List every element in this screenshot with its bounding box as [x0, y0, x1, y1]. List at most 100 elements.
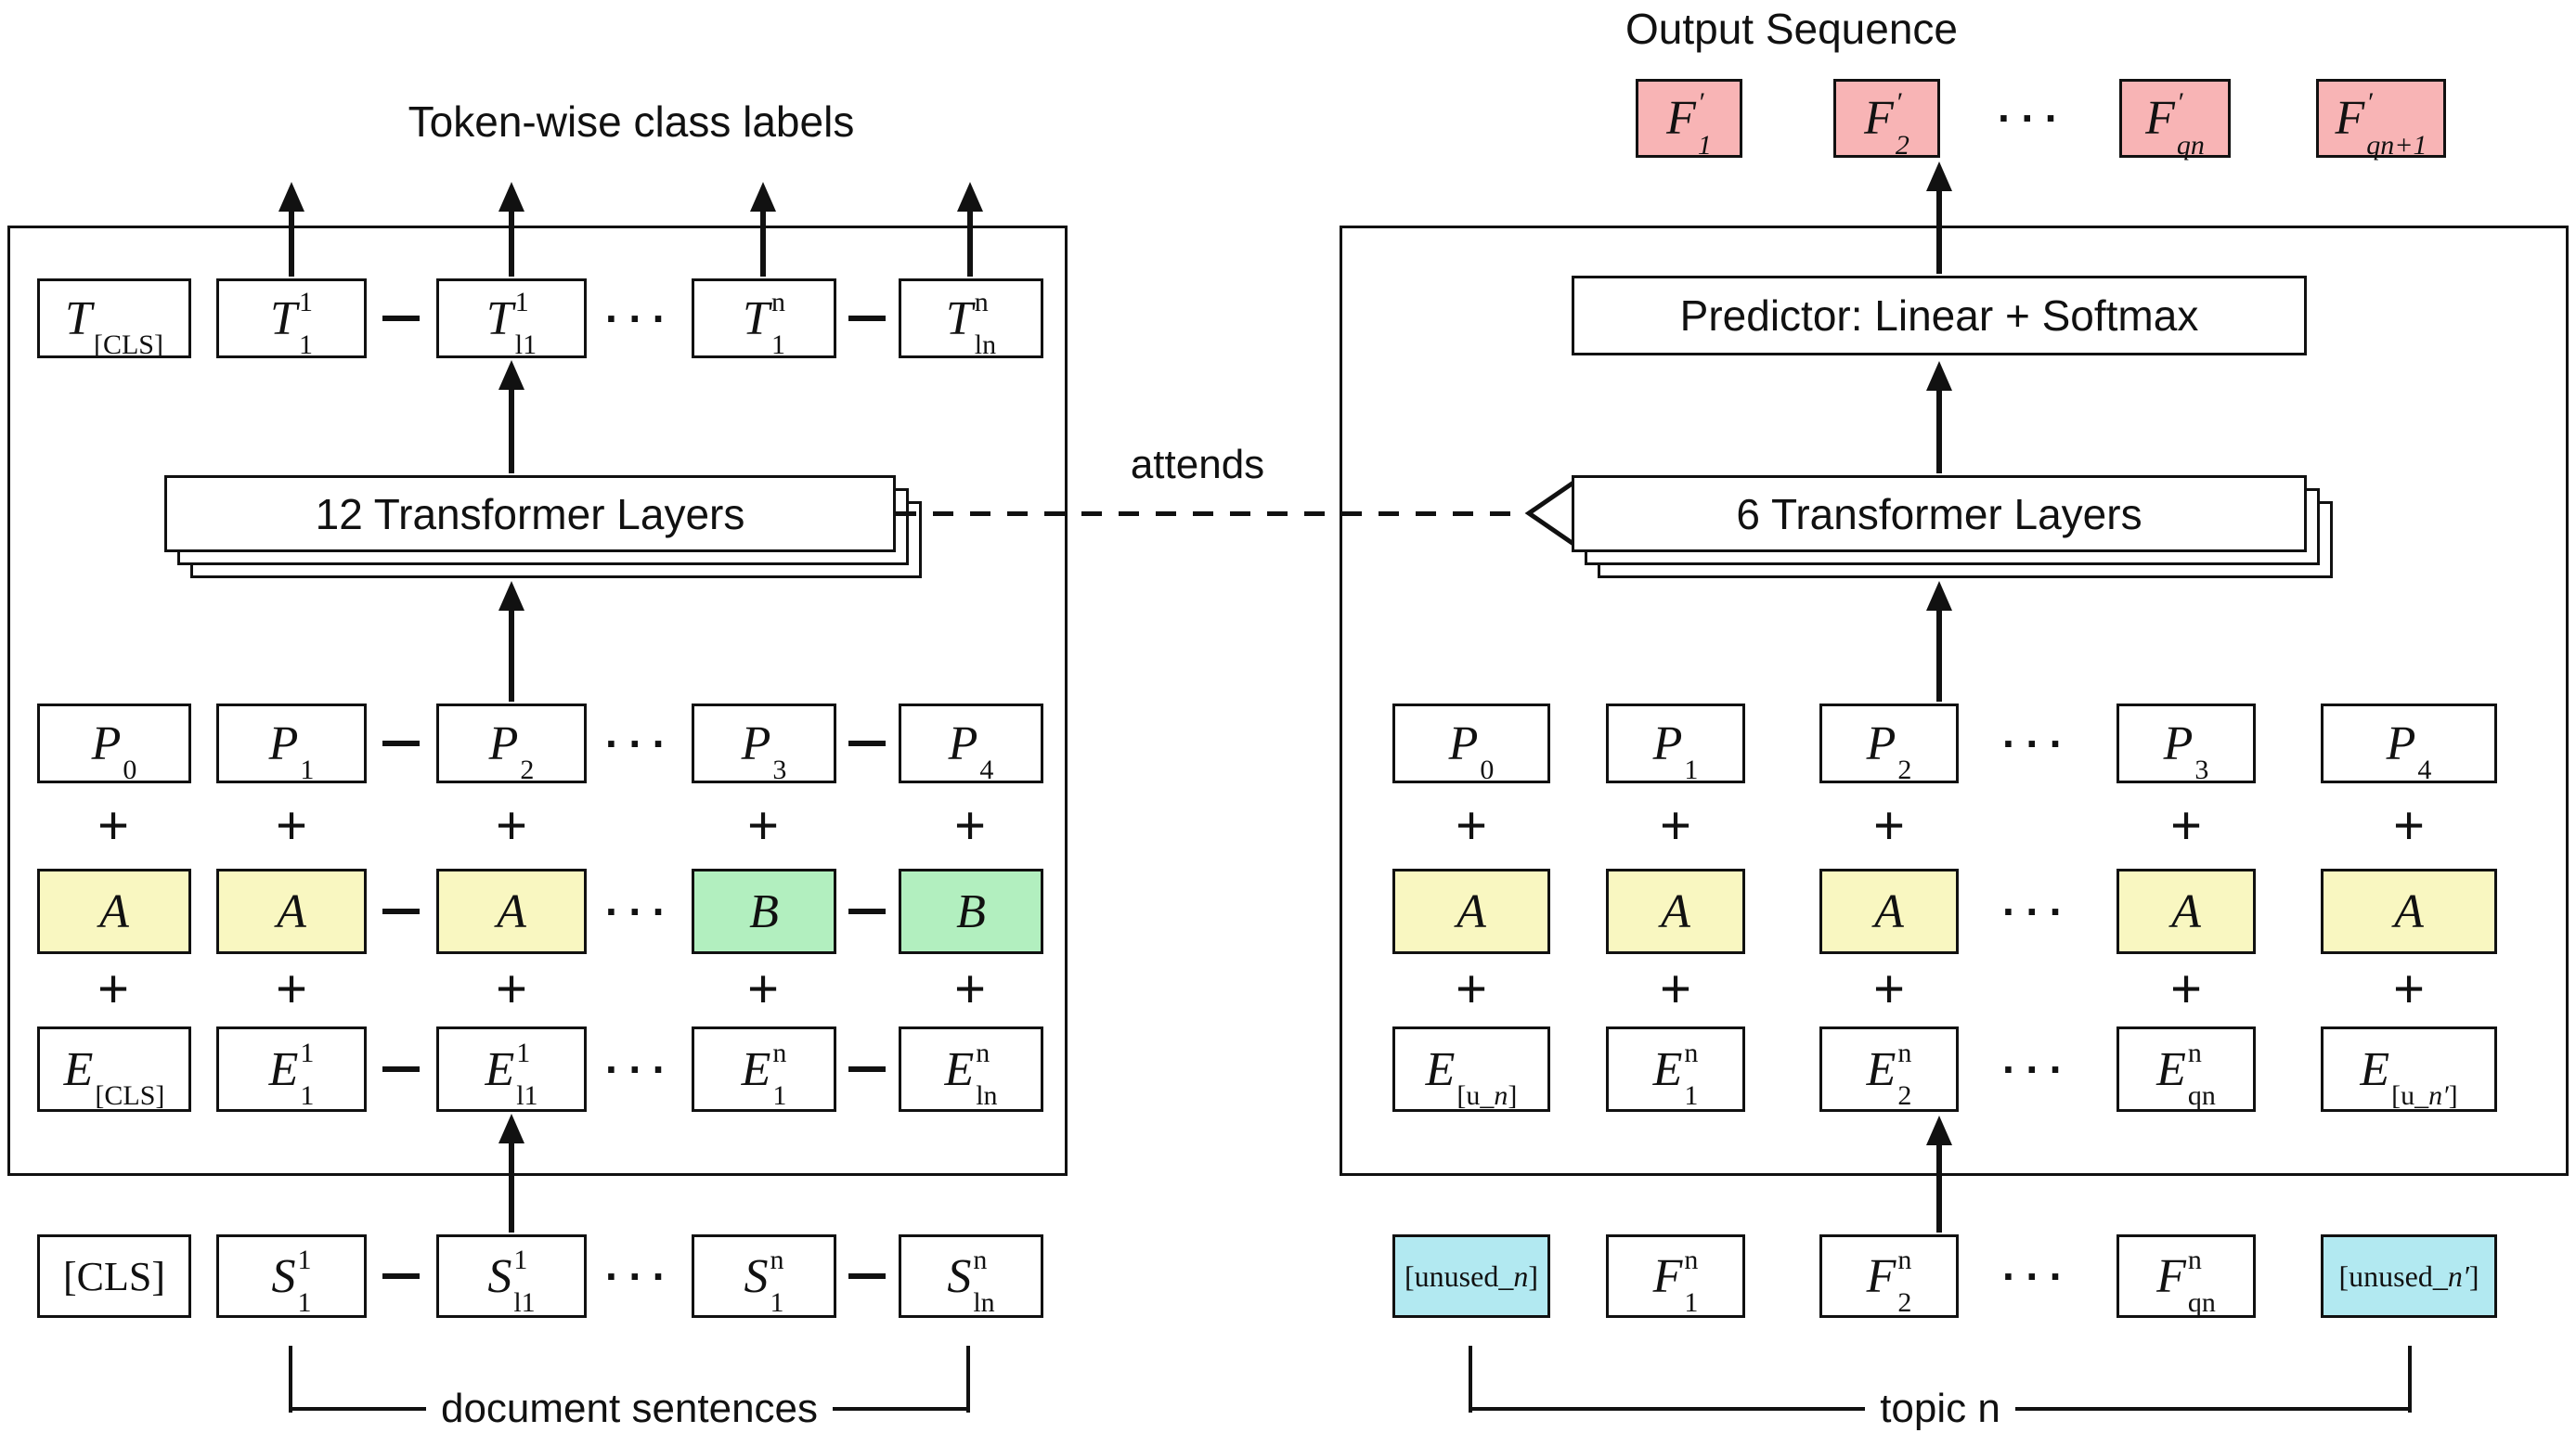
up-arrow-icon [278, 182, 304, 277]
plus-sign: + [1456, 959, 1487, 1019]
decoder-panel [1340, 226, 2569, 1176]
bracket-line [2014, 1407, 2409, 1411]
right-seg-box-0: A [1392, 869, 1550, 954]
ellipsis-dots: ··· [2002, 887, 2073, 936]
right-seg-box-1: A [1606, 869, 1745, 954]
open-left-arrowhead-icon [1524, 480, 1575, 547]
right-e-box-0: E[u_n] [1392, 1026, 1550, 1112]
dash-connector [382, 1066, 420, 1072]
up-arrow-icon [1926, 581, 1952, 702]
left-seg-box-0: A [37, 869, 191, 954]
attends-label: attends [1130, 442, 1265, 487]
output-sequence-title: Output Sequence [1625, 5, 1959, 53]
plus-sign: + [97, 795, 129, 856]
left-seg-box-2: A [436, 869, 587, 954]
document-sentences-label: document sentences [440, 1386, 819, 1431]
decoder-stack: 6 Transformer Layers [1572, 475, 2307, 552]
token-class-labels-title: Token-wise class labels [408, 97, 855, 146]
plus-sign: + [1873, 959, 1905, 1019]
right-fin-box-0: [unused_n] [1392, 1234, 1550, 1318]
plus-sign: + [954, 795, 986, 856]
plus-sign: + [276, 795, 307, 856]
dash-connector [848, 316, 886, 321]
ellipsis-dots: ··· [605, 887, 676, 936]
plus-sign: + [276, 959, 307, 1019]
bracket-tick [966, 1346, 971, 1413]
plus-sign: + [97, 959, 129, 1019]
ellipsis-dots: ··· [2002, 1252, 2073, 1300]
plus-sign: + [2170, 795, 2202, 856]
right-seg-box-3: A [2116, 869, 2256, 954]
dash-connector [382, 1273, 420, 1279]
topic-bracket: topic n [1469, 1346, 2413, 1431]
document-sentences-bracket: document sentences [289, 1346, 971, 1431]
encoder-panel [7, 226, 1068, 1176]
ellipsis-dots: ··· [605, 1045, 676, 1093]
attends-dashed-line [896, 511, 1520, 516]
plus-sign: + [954, 959, 986, 1019]
left-seg-box-3: B [692, 869, 836, 954]
left-seg-box-1: A [216, 869, 367, 954]
right-seg-box-2: A [1819, 869, 1959, 954]
dash-connector [848, 1066, 886, 1072]
topic-label: topic n [1880, 1386, 2000, 1431]
ellipsis-dots: ··· [605, 1252, 676, 1300]
ellipsis-dots: ··· [2002, 1045, 2073, 1093]
bracket-line [292, 1407, 426, 1411]
plus-sign: + [1456, 795, 1487, 856]
plus-sign: + [747, 959, 779, 1019]
bracket-tick [1469, 1346, 1472, 1413]
right-fout-box-3: F′qn+1 [2316, 79, 2446, 159]
left-e-box-cls: E[CLS] [37, 1026, 191, 1112]
right-fin-box-4: [unused_n′] [2321, 1234, 2497, 1318]
bracket-line [833, 1407, 967, 1411]
plus-sign: + [1660, 795, 1691, 856]
up-arrow-icon [1926, 361, 1952, 473]
left-seg-box-4: B [899, 869, 1043, 954]
dash-connector [382, 909, 420, 914]
right-fout-box-1: F′2 [1833, 79, 1940, 159]
up-arrow-icon [1926, 1116, 1952, 1233]
plus-sign: + [1660, 959, 1691, 1019]
ellipsis-dots: ··· [605, 294, 676, 342]
bracket-tick [2408, 1346, 2413, 1413]
ellipsis-dots: ··· [2002, 719, 2073, 768]
dash-connector [382, 741, 420, 746]
dash-connector [382, 316, 420, 321]
plus-sign: + [747, 795, 779, 856]
plus-sign: + [496, 959, 527, 1019]
up-arrow-icon [498, 581, 524, 702]
up-arrow-icon [498, 360, 524, 473]
plus-sign: + [2170, 959, 2202, 1019]
plus-sign: + [1873, 795, 1905, 856]
right-fout-box-0: F′1 [1636, 79, 1742, 159]
up-arrow-icon [498, 182, 524, 277]
right-e-box-4: E[u_n′] [2321, 1026, 2497, 1112]
plus-sign: + [496, 795, 527, 856]
dash-connector [848, 1273, 886, 1279]
